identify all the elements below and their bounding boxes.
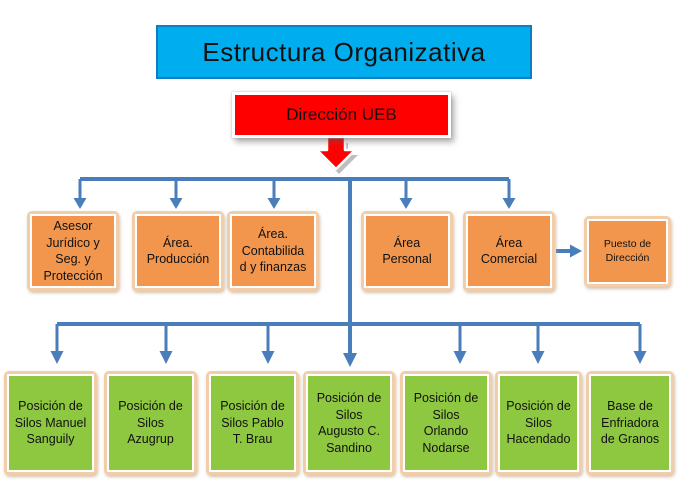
root-box-label: Dirección UEB (286, 105, 397, 124)
node-label: Base de Enfriadora de Granos (589, 374, 671, 472)
org-box-base-enfriadora: Base de Enfriadora de Granos (586, 371, 674, 475)
node-label: Posición de Silos Hacendado (498, 374, 579, 472)
org-box-silos-manuel-sanguily: Posición de Silos Manuel Sanguily (4, 371, 97, 475)
node-label: Área Personal (364, 214, 450, 288)
trunk-line (343, 179, 357, 367)
node-label: Área Comercial (466, 214, 552, 288)
title-banner: Estructura Organizativa (156, 25, 532, 79)
org-box-area-comercial: Área Comercial (463, 211, 555, 291)
org-box-area-contabilidad: Área. Contabilida d y finanzas (227, 211, 319, 291)
node-label: Puesto de Dirección (587, 219, 668, 284)
node-label: Asesor Jurídico y Seg. y Protección (30, 214, 116, 288)
org-box-area-produccion: Área. Producción (132, 211, 224, 291)
node-label: Posición de Silos Pablo T. Brau (209, 374, 296, 472)
root-box-direccion-ueb: Dirección UEB (232, 92, 451, 138)
org-box-silos-azugrup: Posición de Silos Azugrup (104, 371, 197, 475)
node-label: Posición de Silos Azugrup (107, 374, 194, 472)
root-down-arrow (315, 135, 358, 174)
node-label: Posición de Silos Manuel Sanguily (7, 374, 94, 472)
org-box-silos-augusto-c-sandino: Posición de Silos Augusto C. Sandino (303, 371, 395, 475)
org-box-puesto-direccion: Puesto de Dirección (584, 216, 671, 287)
level2-drop-arrows (50, 324, 647, 364)
level1-drop-arrows (73, 179, 516, 209)
side-arrow (556, 244, 582, 258)
page-title: Estructura Organizativa (202, 36, 486, 67)
node-label: Posición de Silos Orlando Nodarse (403, 374, 489, 472)
node-label: Área. Producción (135, 214, 221, 288)
org-box-silos-pablo-t-brau: Posición de Silos Pablo T. Brau (206, 371, 299, 475)
node-label: Área. Contabilida d y finanzas (230, 214, 316, 288)
org-box-silos-hacendado: Posición de Silos Hacendado (495, 371, 582, 475)
org-box-asesor-juridico: Asesor Jurídico y Seg. y Protección (27, 211, 119, 291)
org-box-silos-orlando-nodarse: Posición de Silos Orlando Nodarse (400, 371, 492, 475)
org-box-area-personal: Área Personal (361, 211, 453, 291)
node-label: Posición de Silos Augusto C. Sandino (306, 374, 392, 472)
